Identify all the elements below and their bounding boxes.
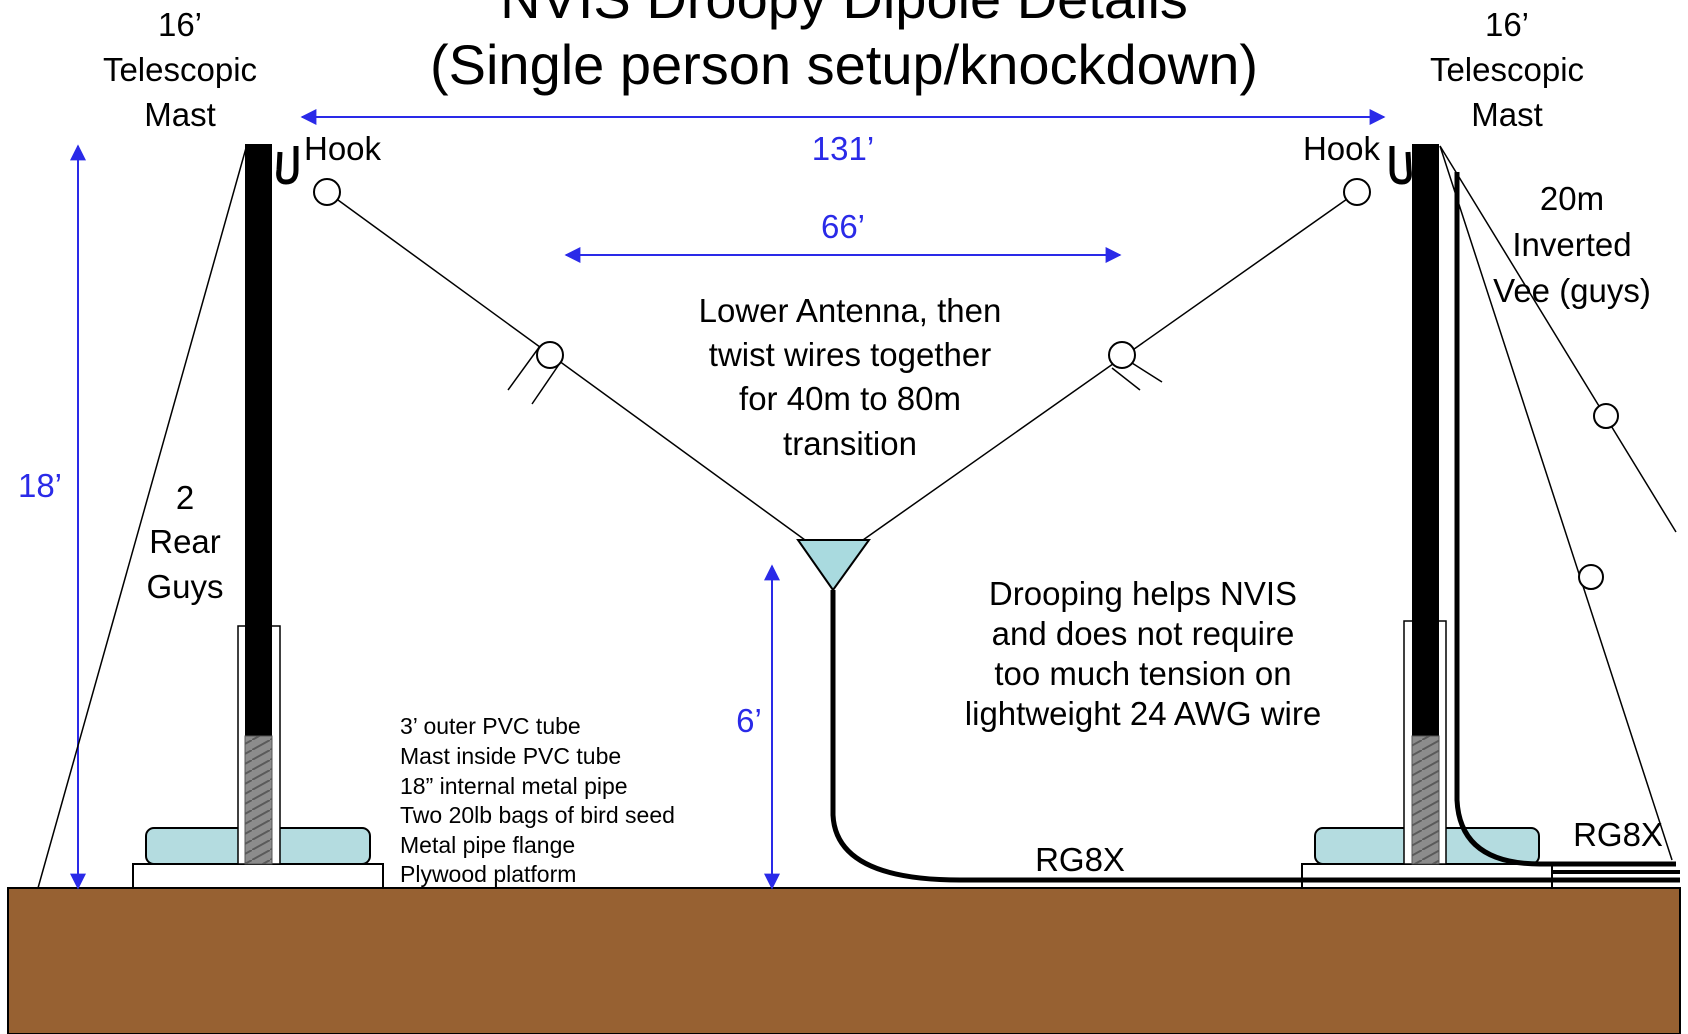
left-hook-icon — [276, 146, 299, 185]
left-rear-guy — [37, 147, 247, 889]
left-mast-label-size: 16’ — [158, 6, 202, 43]
right-link-insulator — [1108, 341, 1136, 369]
diagram-title: NVIS Droopy Dipole Details — [500, 0, 1188, 30]
droop-note-line-2: and does not require — [992, 615, 1295, 652]
inverted-vee-label-type: Inverted — [1512, 226, 1631, 263]
left-metal-pipe — [244, 735, 273, 865]
right-mast-label-type: Telescopic — [1430, 51, 1584, 88]
droop-note-line-1: Drooping helps NVIS — [989, 575, 1297, 612]
ground — [7, 887, 1681, 1034]
diagram-subtitle: (Single person setup/knockdown) — [430, 33, 1258, 96]
inverted-vee-insulator-lower — [1578, 564, 1604, 590]
right-hook-label: Hook — [1303, 130, 1381, 167]
right-end-insulator — [1343, 178, 1371, 206]
inverted-vee-leg-upper — [1439, 145, 1677, 533]
left-mast — [245, 144, 272, 736]
left-link-insulator — [536, 341, 564, 369]
left-mast-label-mast: Mast — [144, 96, 216, 133]
right-mast — [1412, 144, 1439, 736]
right-hook-icon — [1389, 146, 1412, 185]
center-coax-feedline — [830, 590, 1680, 883]
inner-span-label: 66’ — [821, 208, 865, 245]
center-note-line-2: twist wires together — [709, 336, 991, 373]
left-end-insulator — [313, 178, 341, 206]
base-note-flange: Metal pipe flange — [400, 832, 575, 858]
left-link-wire-end-a — [507, 345, 541, 391]
center-note-line-4: transition — [783, 425, 917, 462]
base-note-bags: Two 20lb bags of bird seed — [400, 802, 675, 828]
rear-guys-label-count: 2 — [176, 479, 194, 516]
left-link-wire-end-b — [531, 362, 561, 405]
base-note-pvc: 3’ outer PVC tube — [400, 713, 581, 739]
overall-span-label: 131’ — [812, 130, 874, 167]
left-hook-label: Hook — [304, 130, 382, 167]
inverted-vee-label-band: 20m — [1540, 180, 1604, 217]
base-note-pipe: 18” internal metal pipe — [400, 773, 628, 799]
rear-guys-label-rear: Rear — [149, 523, 221, 560]
inverted-vee-insulator-upper — [1593, 403, 1619, 429]
base-note-platform: Plywood platform — [400, 861, 576, 887]
inverted-vee-leg-lower — [1439, 145, 1673, 861]
center-note-line-3: for 40m to 80m — [739, 380, 961, 417]
right-link-wire-end-b — [1111, 367, 1141, 391]
left-plywood-platform — [132, 863, 384, 889]
dipole-left-wire — [326, 191, 806, 541]
dipole-right-wire — [862, 191, 1358, 541]
rear-guys-label-guys: Guys — [146, 568, 223, 605]
right-mast-label-mast: Mast — [1471, 96, 1543, 133]
right-metal-pipe — [1411, 735, 1440, 865]
center-coax-label: RG8X — [1035, 841, 1125, 878]
right-mast-label-size: 16’ — [1485, 6, 1529, 43]
base-note-mast: Mast inside PVC tube — [400, 743, 621, 769]
feedpoint-balun — [796, 539, 871, 592]
right-coax-feedline — [1454, 172, 1676, 867]
left-mast-label-type: Telescopic — [103, 51, 257, 88]
right-plywood-platform — [1301, 863, 1553, 889]
feedpoint-height-label: 6’ — [736, 702, 762, 739]
droop-note-line-3: too much tension on — [994, 655, 1291, 692]
inverted-vee-label-guys: Vee (guys) — [1493, 272, 1651, 309]
center-note-line-1: Lower Antenna, then — [699, 292, 1002, 329]
right-link-wire-end-a — [1131, 362, 1163, 383]
droop-note-line-4: lightweight 24 AWG wire — [965, 695, 1321, 732]
right-coax-label: RG8X — [1573, 816, 1663, 853]
height-label: 18’ — [18, 467, 62, 504]
